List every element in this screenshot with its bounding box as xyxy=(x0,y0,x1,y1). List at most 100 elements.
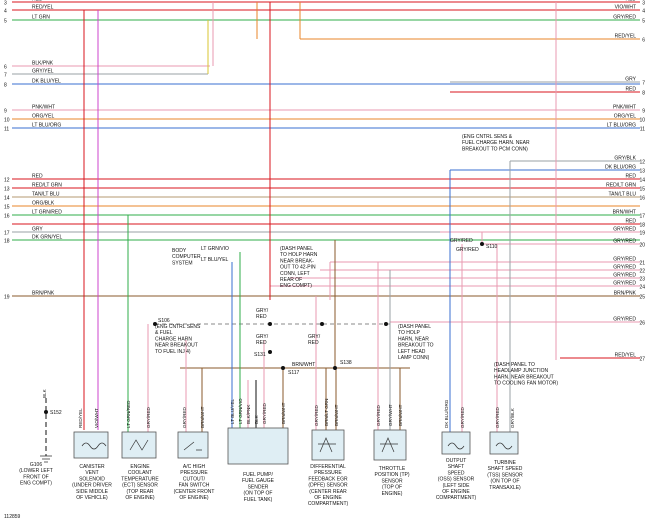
wire-tag-oss: GRY/RED xyxy=(460,406,465,428)
left-wire-label-12: RED xyxy=(32,174,43,180)
wire-tag-fuel: BRN/WHT xyxy=(281,402,286,424)
component-label-line: (UNDER DRIVER xyxy=(72,483,112,489)
component-label-line: G106 xyxy=(30,462,42,468)
note-line: ENG COMPT) xyxy=(280,283,312,289)
left-num-7: 7 xyxy=(4,73,7,79)
oss-sensor-symbol xyxy=(441,431,471,455)
wire-tag-dpfe: GRY/RED xyxy=(314,404,319,426)
right-wire-label-11: LT BLU/ORG xyxy=(607,123,636,129)
wire-tag-tp: GRY/RED xyxy=(376,404,381,426)
inline-body-a: LT GRN/VIO xyxy=(201,246,229,252)
inline-gry-red-b3: RED xyxy=(308,340,319,346)
left-num-9: 9 xyxy=(4,109,7,115)
right-num-25: 25 xyxy=(639,295,645,301)
splice-dot-320 xyxy=(320,322,324,326)
note-line: (DASH PANEL xyxy=(280,246,313,252)
component-label-line: SPEED xyxy=(448,470,465,476)
component-label-line: DIFFERENTIAL xyxy=(310,464,346,470)
left-num-6: 6 xyxy=(4,65,7,71)
component-label-line: (LOWER LEFT xyxy=(19,468,53,474)
component-label-line: (LEFT SIDE xyxy=(443,483,471,489)
component-label-line: OF ENGINE xyxy=(314,495,342,501)
note-line: TO HOLP xyxy=(398,330,421,336)
component-label-line: (ON TOP OF xyxy=(491,479,520,485)
left-num-15: 15 xyxy=(4,205,10,211)
note-line: & FUEL xyxy=(155,330,173,336)
right-num-9: 9 xyxy=(642,109,645,115)
left-wire-label-15: ORG/BLK xyxy=(32,201,55,207)
left-num-5: 5 xyxy=(4,19,7,25)
wire-tag-fuel: BLK/PNK xyxy=(246,404,251,424)
left-wire-label-13: RED/LT GRN xyxy=(32,183,62,189)
right-wire-label-24: GRY/RED xyxy=(613,281,636,287)
note-line: FUEL CHARGE HARN. NEAR xyxy=(462,140,530,146)
inline-wire-labels: LT GRN/VIO LT BLU/YEL GRY/ RED GRY/ RED … xyxy=(201,238,479,368)
vertical-wires xyxy=(45,2,557,456)
splice-label-s138: S138 xyxy=(340,360,352,366)
right-wire-labels: RED3VIO/WHT4GRY/RED5RED/YEL6GRY7RED8PNK/… xyxy=(605,0,645,363)
left-wire-label-16: LT GRN/RED xyxy=(32,210,62,216)
left-wire-label-3: RED xyxy=(32,0,43,3)
left-num-18: 18 xyxy=(4,239,10,245)
wire-tag-fuel: BLK xyxy=(254,414,259,424)
right-wire-label-15: RED/LT GRN xyxy=(606,183,636,189)
wire-tag-tss: GRY/RED xyxy=(495,406,500,428)
component-label-line: OUTPUT xyxy=(446,458,467,464)
right-wire-label-18: RED xyxy=(625,219,636,225)
note-line: OUT TO 42-PIN xyxy=(280,265,316,271)
horizontal-wires xyxy=(12,1,640,369)
left-wire-label-7: GRY/YEL xyxy=(32,69,54,75)
component-label-line: (TOP OF xyxy=(382,485,402,491)
right-num-19: 19 xyxy=(639,231,645,237)
note-line: BREAKOUT TO PCM CONN) xyxy=(462,146,528,152)
wire-tag-fuel: GRY/RED xyxy=(262,402,267,424)
component-label-line: (ECT) SENSOR xyxy=(122,483,158,489)
left-num-4: 4 xyxy=(4,9,7,15)
component-label-line: PRESSURE xyxy=(314,470,342,476)
right-num-27: 27 xyxy=(639,357,645,363)
right-num-11: 11 xyxy=(640,127,645,133)
left-wire-label-9: PNK/WHT xyxy=(32,105,55,111)
component-label-line: PRESSURE xyxy=(180,470,208,476)
splice-dot-390 xyxy=(384,322,388,326)
coil-canister xyxy=(81,442,107,450)
note-line: TO HOLP HARN xyxy=(280,252,318,258)
wire-tag-ect: LT GRN/RED xyxy=(126,400,131,428)
note-line: CHARGE HARN xyxy=(155,336,192,342)
component-label-line: SENDER xyxy=(248,484,269,490)
right-wire-label-23: GRY/RED xyxy=(613,273,636,279)
note-line: CONN, LEFT xyxy=(280,271,310,277)
wire-tag-dpfe: BRN/LT GRN xyxy=(324,399,329,426)
figure-id: 112859 xyxy=(4,514,21,520)
component-label-line: SIDE MIDDLE xyxy=(76,489,109,495)
right-wire-label-14: RED xyxy=(625,174,636,180)
component-label-line: OF ENGINE) xyxy=(179,495,209,501)
wire-tag-tp: BRN/WHT xyxy=(398,404,403,426)
right-num-5: 5 xyxy=(642,19,645,25)
left-wire-label-6: BLK/PNK xyxy=(32,61,54,67)
right-wire-label-9: PNK/WHT xyxy=(613,105,636,111)
inline-gry-red-a1: GRY/ xyxy=(256,308,269,314)
note-line: (ENG CNTRL SENS xyxy=(155,324,201,330)
component-label-line: TRANSAXLE) xyxy=(489,485,521,491)
left-num-13: 13 xyxy=(4,187,10,193)
right-num-15: 15 xyxy=(639,187,645,193)
note-line: SYSTEM xyxy=(172,260,193,266)
right-num-16: 16 xyxy=(639,196,645,202)
note-line: TO COOLING FAN MOTOR) xyxy=(494,381,558,387)
coil-oss xyxy=(447,442,465,450)
right-wire-label-19: GRY/RED xyxy=(613,227,636,233)
component-label-line: CANISTER xyxy=(79,464,105,470)
